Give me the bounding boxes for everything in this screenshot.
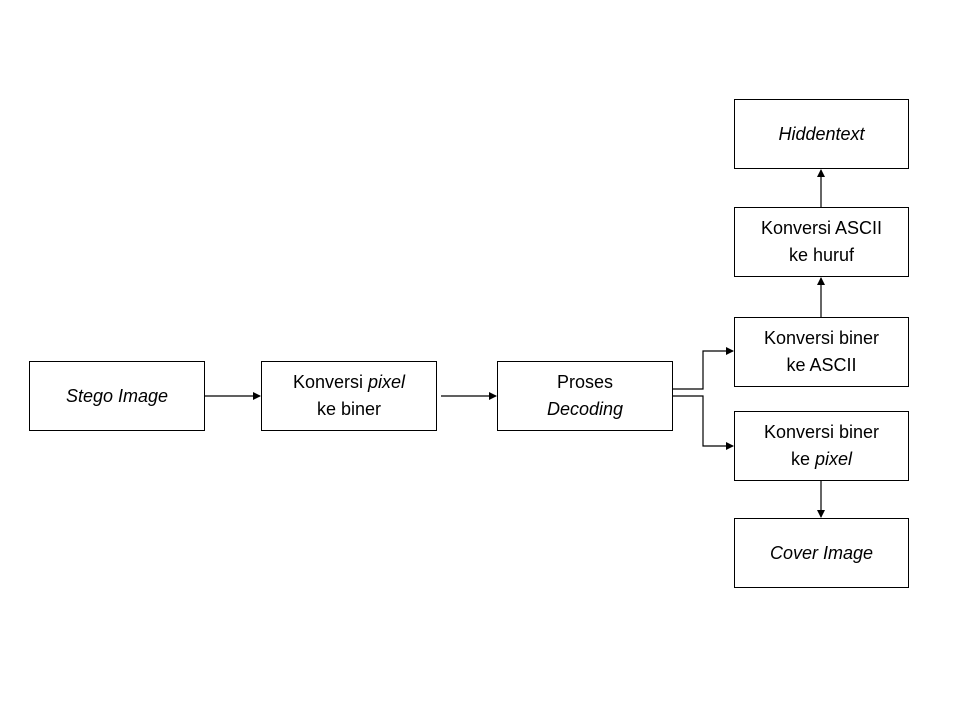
node-label-text: ke <box>790 449 815 469</box>
node-label-line2: ke biner <box>316 399 382 419</box>
node-stego-image: Stego Image <box>29 361 205 431</box>
node-label-line1: Proses <box>556 372 614 392</box>
arrow-decoding-to-binary-pixel <box>673 395 734 450</box>
node-binary-to-pixel: Konversi biner ke pixel <box>734 411 909 481</box>
node-label-italic: pixel <box>814 449 853 469</box>
node-binary-to-ascii: Konversi biner ke ASCII <box>734 317 909 387</box>
node-label-line2: ke huruf <box>788 245 855 265</box>
node-label: Hiddentext <box>778 123 865 144</box>
node-pixel-to-binary: Konversi pixel ke biner <box>261 361 437 431</box>
node-label-line1: Konversi biner <box>763 422 880 442</box>
node-label-line1: Konversi ASCII <box>760 218 883 238</box>
node-label-italic: pixel <box>368 372 406 392</box>
arrow-decoding-to-binary-ascii <box>673 347 734 390</box>
node-label-line2: ke pixel <box>791 446 852 473</box>
node-label-line1: Konversi pixel <box>293 369 405 396</box>
node-label-line2: ke ASCII <box>786 355 857 375</box>
node-decoding-process: Proses Decoding <box>497 361 673 431</box>
node-label-line2: Decoding <box>546 399 624 419</box>
node-label: Stego Image <box>65 385 169 406</box>
node-ascii-to-letter: Konversi ASCII ke huruf <box>734 207 909 277</box>
node-label-line1: Konversi biner <box>763 328 880 348</box>
node-label-text: Konversi <box>292 372 368 392</box>
node-cover-image: Cover Image <box>734 518 909 588</box>
node-label: Cover Image <box>769 542 874 563</box>
node-hiddentext: Hiddentext <box>734 99 909 169</box>
